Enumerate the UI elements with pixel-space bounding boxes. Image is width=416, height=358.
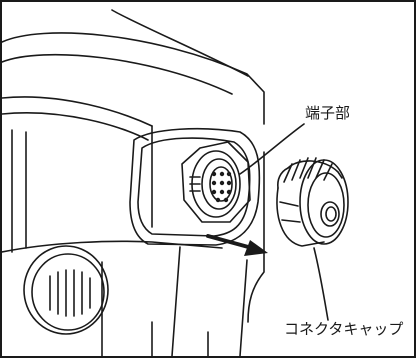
removal-arrow [206,234,268,256]
connector-pins [211,171,232,203]
connector-cap [276,157,349,247]
device-illustration [2,9,349,356]
terminal-label: 端子部 [305,104,351,122]
cap-leader-line [313,247,329,321]
grip-knob [23,245,109,335]
device-body [2,9,265,356]
terminal-section [181,141,251,223]
terminal-leader-line [239,123,305,175]
connector-cap-label: コネクタキャップ [284,320,404,338]
